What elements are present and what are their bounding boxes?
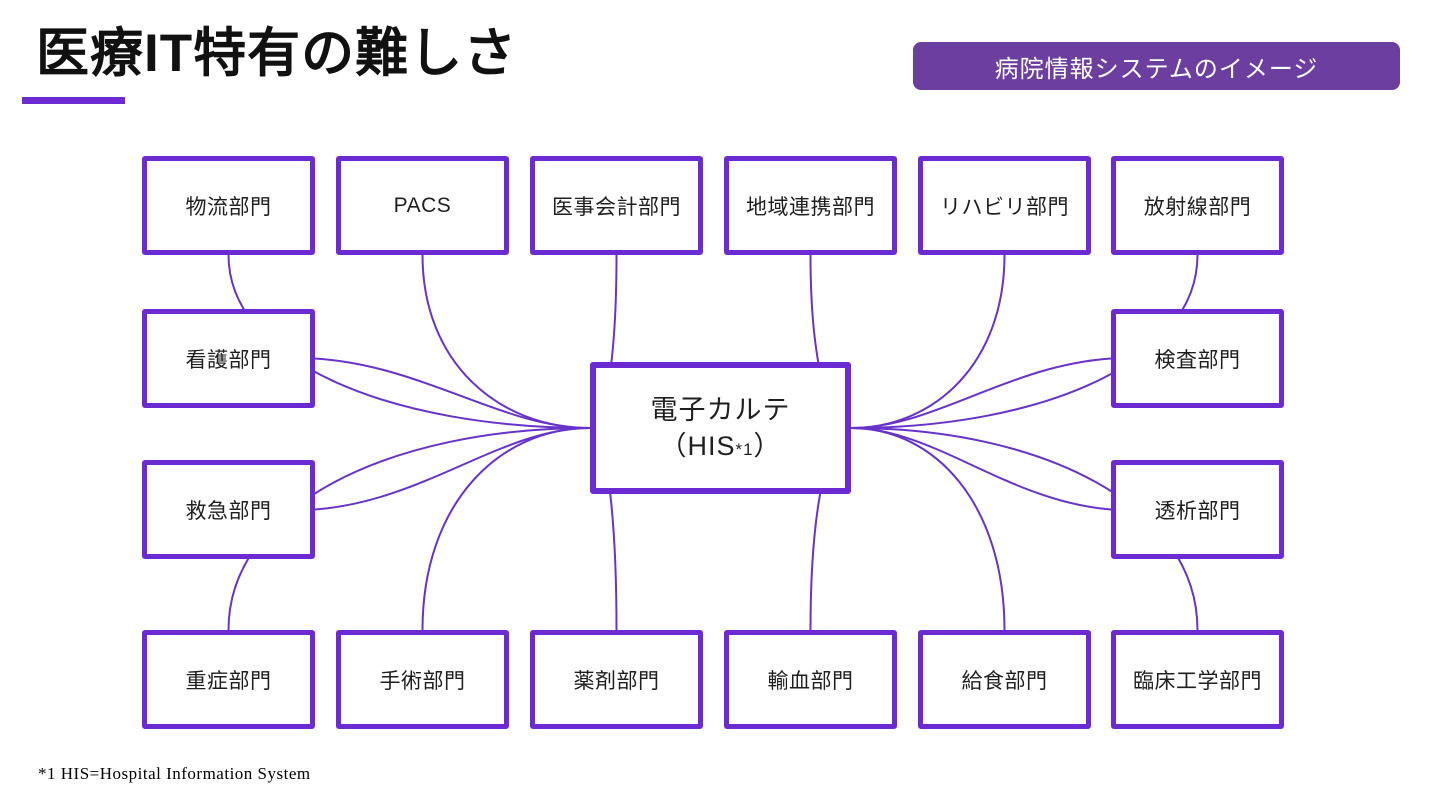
connector [227,427,591,631]
node-label: 重症部門 [185,669,272,693]
node-label: 物流部門 [185,195,272,219]
node-toseki: 透析部門 [1111,460,1284,559]
footnote-marker: *1 [735,440,754,459]
node-rehab: リハビリ部門 [918,156,1091,255]
node-rinsho: 臨床工学部門 [1111,630,1284,729]
center-node-label-line1: 電子カルテ [650,394,791,425]
node-yuketsu: 輸血部門 [724,630,897,729]
node-kensa: 検査部門 [1111,309,1284,408]
node-his-center: 電子カルテ （HIS*1） [590,362,851,494]
connector [850,427,1006,631]
node-label: 給食部門 [961,669,1048,693]
connector [314,357,591,429]
node-iji: 医事会計部門 [530,156,703,255]
node-label: 医事会計部門 [552,195,681,219]
node-kango: 看護部門 [142,309,315,408]
node-label: 放射線部門 [1143,195,1252,219]
node-butsuryu: 物流部門 [142,156,315,255]
connector [850,357,1112,429]
node-label: 透析部門 [1154,499,1241,523]
node-shujutsu: 手術部門 [336,630,509,729]
node-label: 検査部門 [1154,348,1241,372]
node-yakuzai: 薬剤部門 [530,630,703,729]
node-label: リハビリ部門 [940,195,1069,219]
center-node-label-line2: （HIS*1） [659,431,782,461]
node-chiiki: 地域連携部門 [724,156,897,255]
node-label: 輸血部門 [767,669,854,693]
node-label: 薬剤部門 [573,669,660,693]
node-kyukyu: 救急部門 [142,460,315,559]
title-underline-accent [22,97,125,104]
footnote: *1 HIS=Hospital Information System [38,764,311,783]
node-label: 救急部門 [185,499,272,523]
connector [850,427,1199,631]
page-title: 医療IT特有の難しさ [36,24,518,83]
node-label: PACS [393,193,452,217]
node-hosha: 放射線部門 [1111,156,1284,255]
node-label: 臨床工学部門 [1133,669,1262,693]
connector [421,427,591,631]
node-label: 地域連携部門 [746,195,875,219]
node-pacs: PACS [336,156,509,255]
header-badge: 病院情報システムのイメージ [913,42,1400,90]
connector [227,254,591,429]
node-label: 看護部門 [185,348,272,372]
connector [850,254,1199,429]
node-label: 手術部門 [379,669,466,693]
node-kyushoku: 給食部門 [918,630,1091,729]
node-jusho: 重症部門 [142,630,315,729]
